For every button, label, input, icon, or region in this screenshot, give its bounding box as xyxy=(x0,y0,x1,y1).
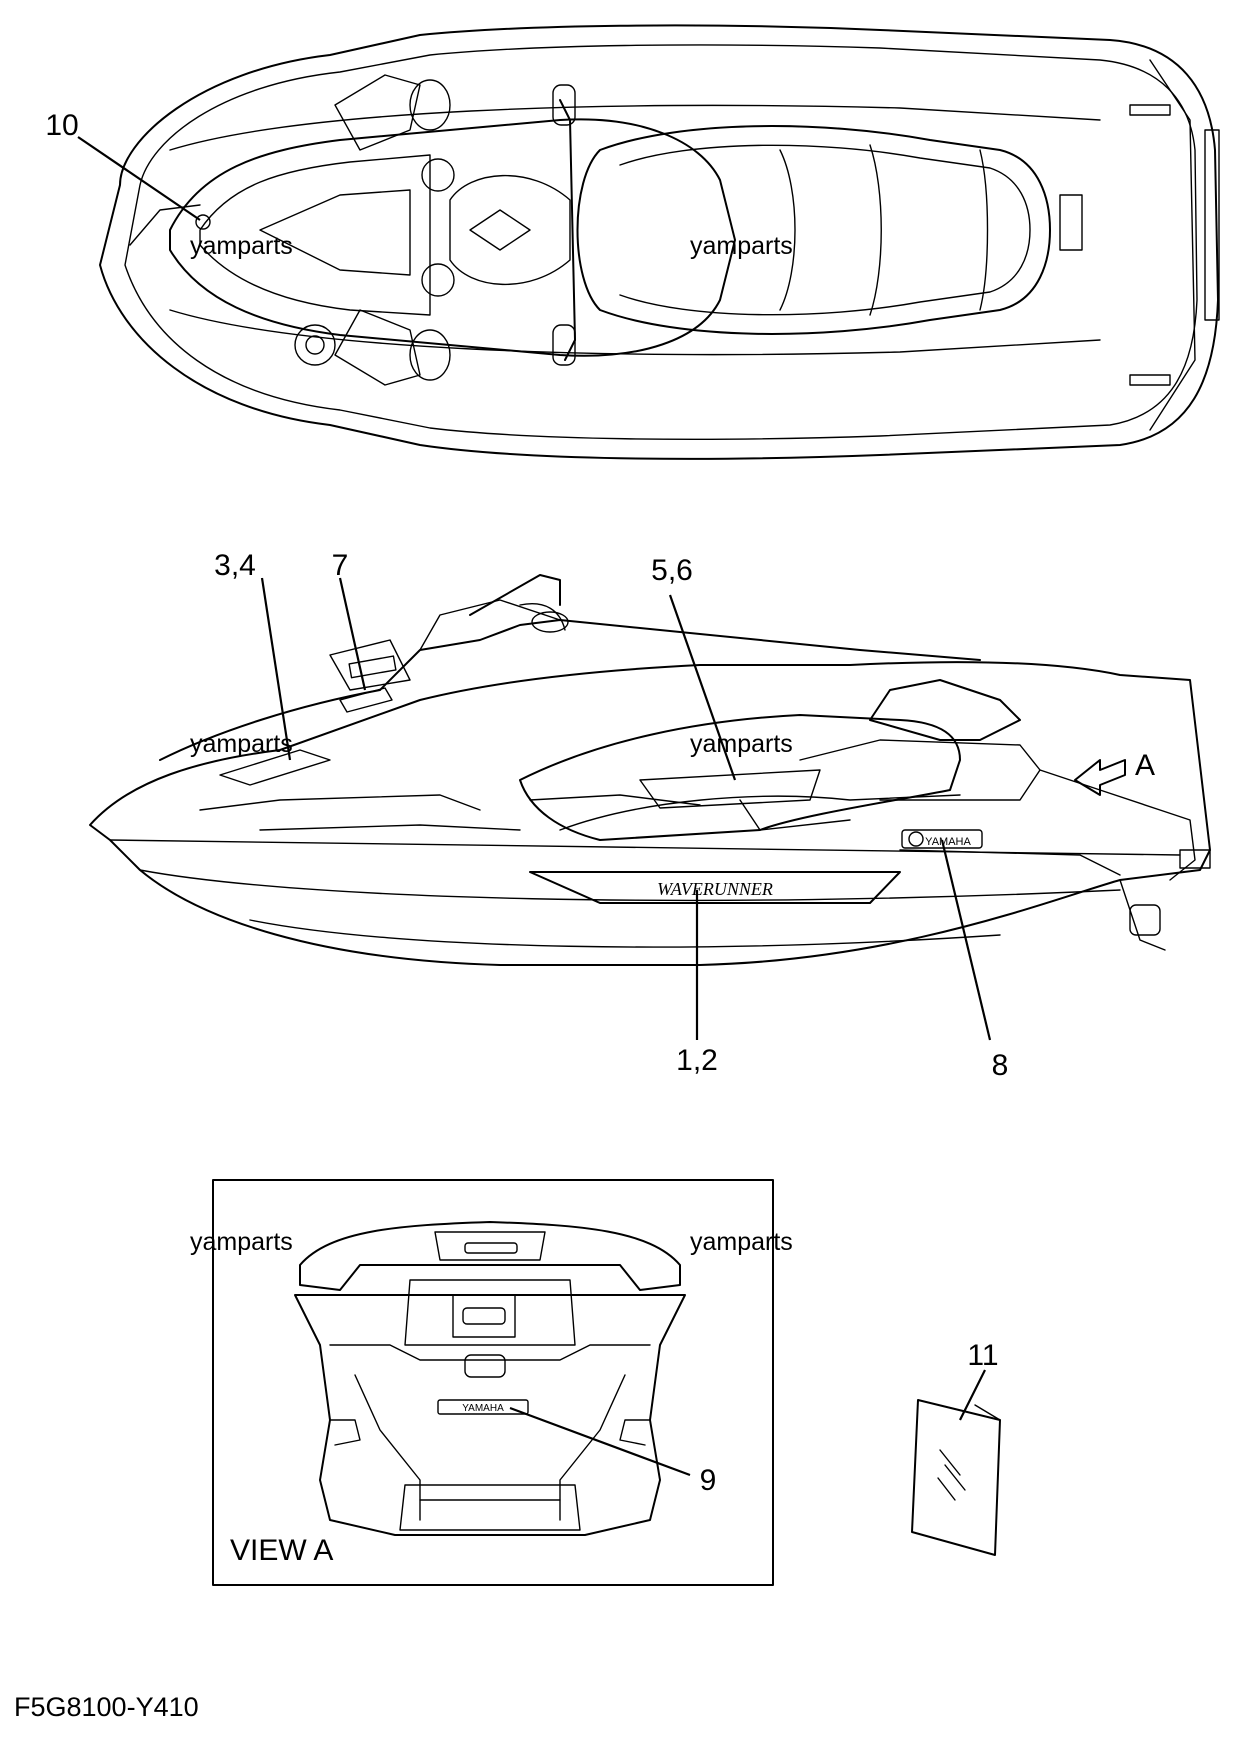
watermark: yamparts xyxy=(190,730,293,758)
callout-labels: 10 3,4 7 5,6 1,2 8 9 11 A xyxy=(45,109,1155,1497)
watermarks: yamparts yamparts yamparts yamparts yamp… xyxy=(190,232,793,1256)
callout-5-6: 5,6 xyxy=(651,554,693,587)
watermark: yamparts xyxy=(190,232,293,260)
watermark: yamparts xyxy=(190,1228,293,1256)
callout-9: 9 xyxy=(700,1464,717,1497)
yamaha-side-decal-text: YAMAHA xyxy=(925,836,971,848)
callout-3-4: 3,4 xyxy=(214,549,256,582)
part-11-sheet xyxy=(911,1399,1001,1556)
waverunner-decal-text: WAVERUNNER xyxy=(657,879,773,899)
leader-lines xyxy=(77,136,992,1477)
view-arrow-label: A xyxy=(1135,749,1155,782)
watermark: yamparts xyxy=(690,232,793,260)
top-view-drawing xyxy=(99,24,1220,460)
callout-1-2: 1,2 xyxy=(676,1044,718,1077)
drawing-code: F5G8100-Y410 xyxy=(14,1692,199,1722)
side-view-drawing: WAVERUNNER YAMAHA xyxy=(89,574,1211,966)
callout-10: 10 xyxy=(45,109,78,142)
watermark: yamparts xyxy=(690,730,793,758)
view-a-caption: VIEW A xyxy=(230,1534,333,1567)
callout-8: 8 xyxy=(992,1049,1009,1082)
callout-7: 7 xyxy=(332,549,349,582)
callout-11: 11 xyxy=(967,1339,998,1372)
yamaha-rear-decal-text: YAMAHA xyxy=(462,1403,504,1414)
view-a-panel: YAMAHA xyxy=(212,1179,774,1586)
watermark: yamparts xyxy=(690,1228,793,1256)
